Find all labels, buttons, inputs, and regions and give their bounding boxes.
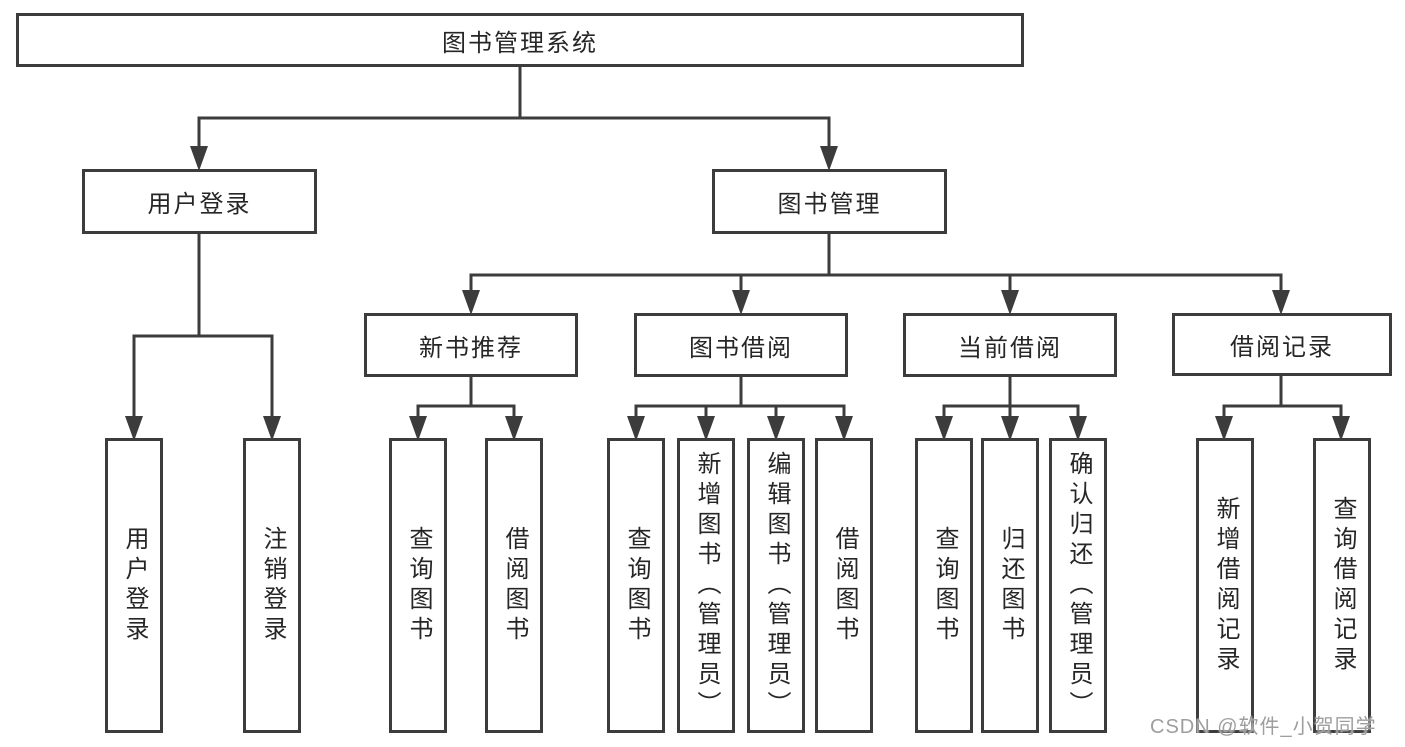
arrow-down-icon (820, 146, 838, 171)
node-current-borrowing: 当前借阅 (903, 313, 1117, 377)
leaf-logout-label: 注销登录 (259, 525, 286, 646)
leaf-add-borrow-record-label: 新增借阅记录 (1212, 495, 1239, 676)
node-current-borrowing-label: 当前借阅 (958, 334, 1062, 362)
leaf-confirm-return-admin: 确认归还（管理员） (1049, 438, 1107, 733)
node-borrowing-records: 借阅记录 (1172, 313, 1392, 376)
leaf-add-borrow-record: 新增借阅记录 (1196, 438, 1254, 733)
leaf-return-books: 归还图书 (981, 438, 1039, 733)
node-book-management: 图书管理 (712, 169, 947, 234)
node-book-borrowing-label: 图书借阅 (689, 334, 793, 362)
leaf-query-books-current: 查询图书 (915, 438, 973, 733)
arrow-down-icon (462, 290, 480, 315)
leaf-logout: 注销登录 (243, 438, 301, 733)
leaf-add-book-admin: 新增图书（管理员） (677, 438, 735, 733)
leaf-return-books-label: 归还图书 (997, 525, 1024, 646)
arrow-down-icon (190, 146, 208, 171)
leaf-confirm-return-admin-label: 确认归还（管理员） (1065, 450, 1092, 721)
leaf-user-login: 用户登录 (105, 438, 163, 733)
node-new-book-recommend-label: 新书推荐 (419, 334, 523, 362)
leaf-query-books-recommend: 查询图书 (389, 438, 447, 733)
arrow-down-icon (1001, 290, 1019, 315)
leaf-edit-book-admin: 编辑图书（管理员） (747, 438, 805, 733)
leaf-add-book-admin-label: 新增图书（管理员） (693, 450, 720, 721)
node-borrowing-records-label: 借阅记录 (1230, 334, 1334, 361)
leaf-borrow-books-recommend-label: 借阅图书 (501, 525, 528, 646)
leaf-edit-book-admin-label: 编辑图书（管理员） (763, 450, 790, 721)
leaf-query-borrow-record-label: 查询借阅记录 (1329, 495, 1356, 676)
node-book-management-label: 图书管理 (777, 191, 882, 218)
node-user-login-label: 用户登录 (147, 191, 252, 218)
leaf-borrow-books-borrowing-label: 借阅图书 (831, 525, 858, 646)
leaf-borrow-books-borrowing: 借阅图书 (815, 438, 873, 733)
leaf-query-books-recommend-label: 查询图书 (405, 525, 432, 646)
leaf-borrow-books-recommend: 借阅图书 (485, 438, 543, 733)
arrow-down-icon (1272, 290, 1290, 315)
node-new-book-recommend: 新书推荐 (364, 313, 578, 377)
node-root: 图书管理系统 (16, 13, 1024, 67)
leaf-query-books-borrowing: 查询图书 (607, 438, 665, 733)
leaf-query-borrow-record: 查询借阅记录 (1313, 438, 1371, 733)
leaf-query-books-current-label: 查询图书 (931, 525, 958, 646)
watermark: CSDN @软件_小贺同学 (1150, 716, 1377, 738)
arrow-down-icon (732, 290, 750, 315)
node-book-borrowing: 图书借阅 (634, 313, 848, 377)
leaf-user-login-label: 用户登录 (121, 525, 148, 646)
node-root-label: 图书管理系统 (442, 29, 598, 57)
leaf-query-books-borrowing-label: 查询图书 (623, 525, 650, 646)
node-user-login: 用户登录 (82, 169, 317, 234)
